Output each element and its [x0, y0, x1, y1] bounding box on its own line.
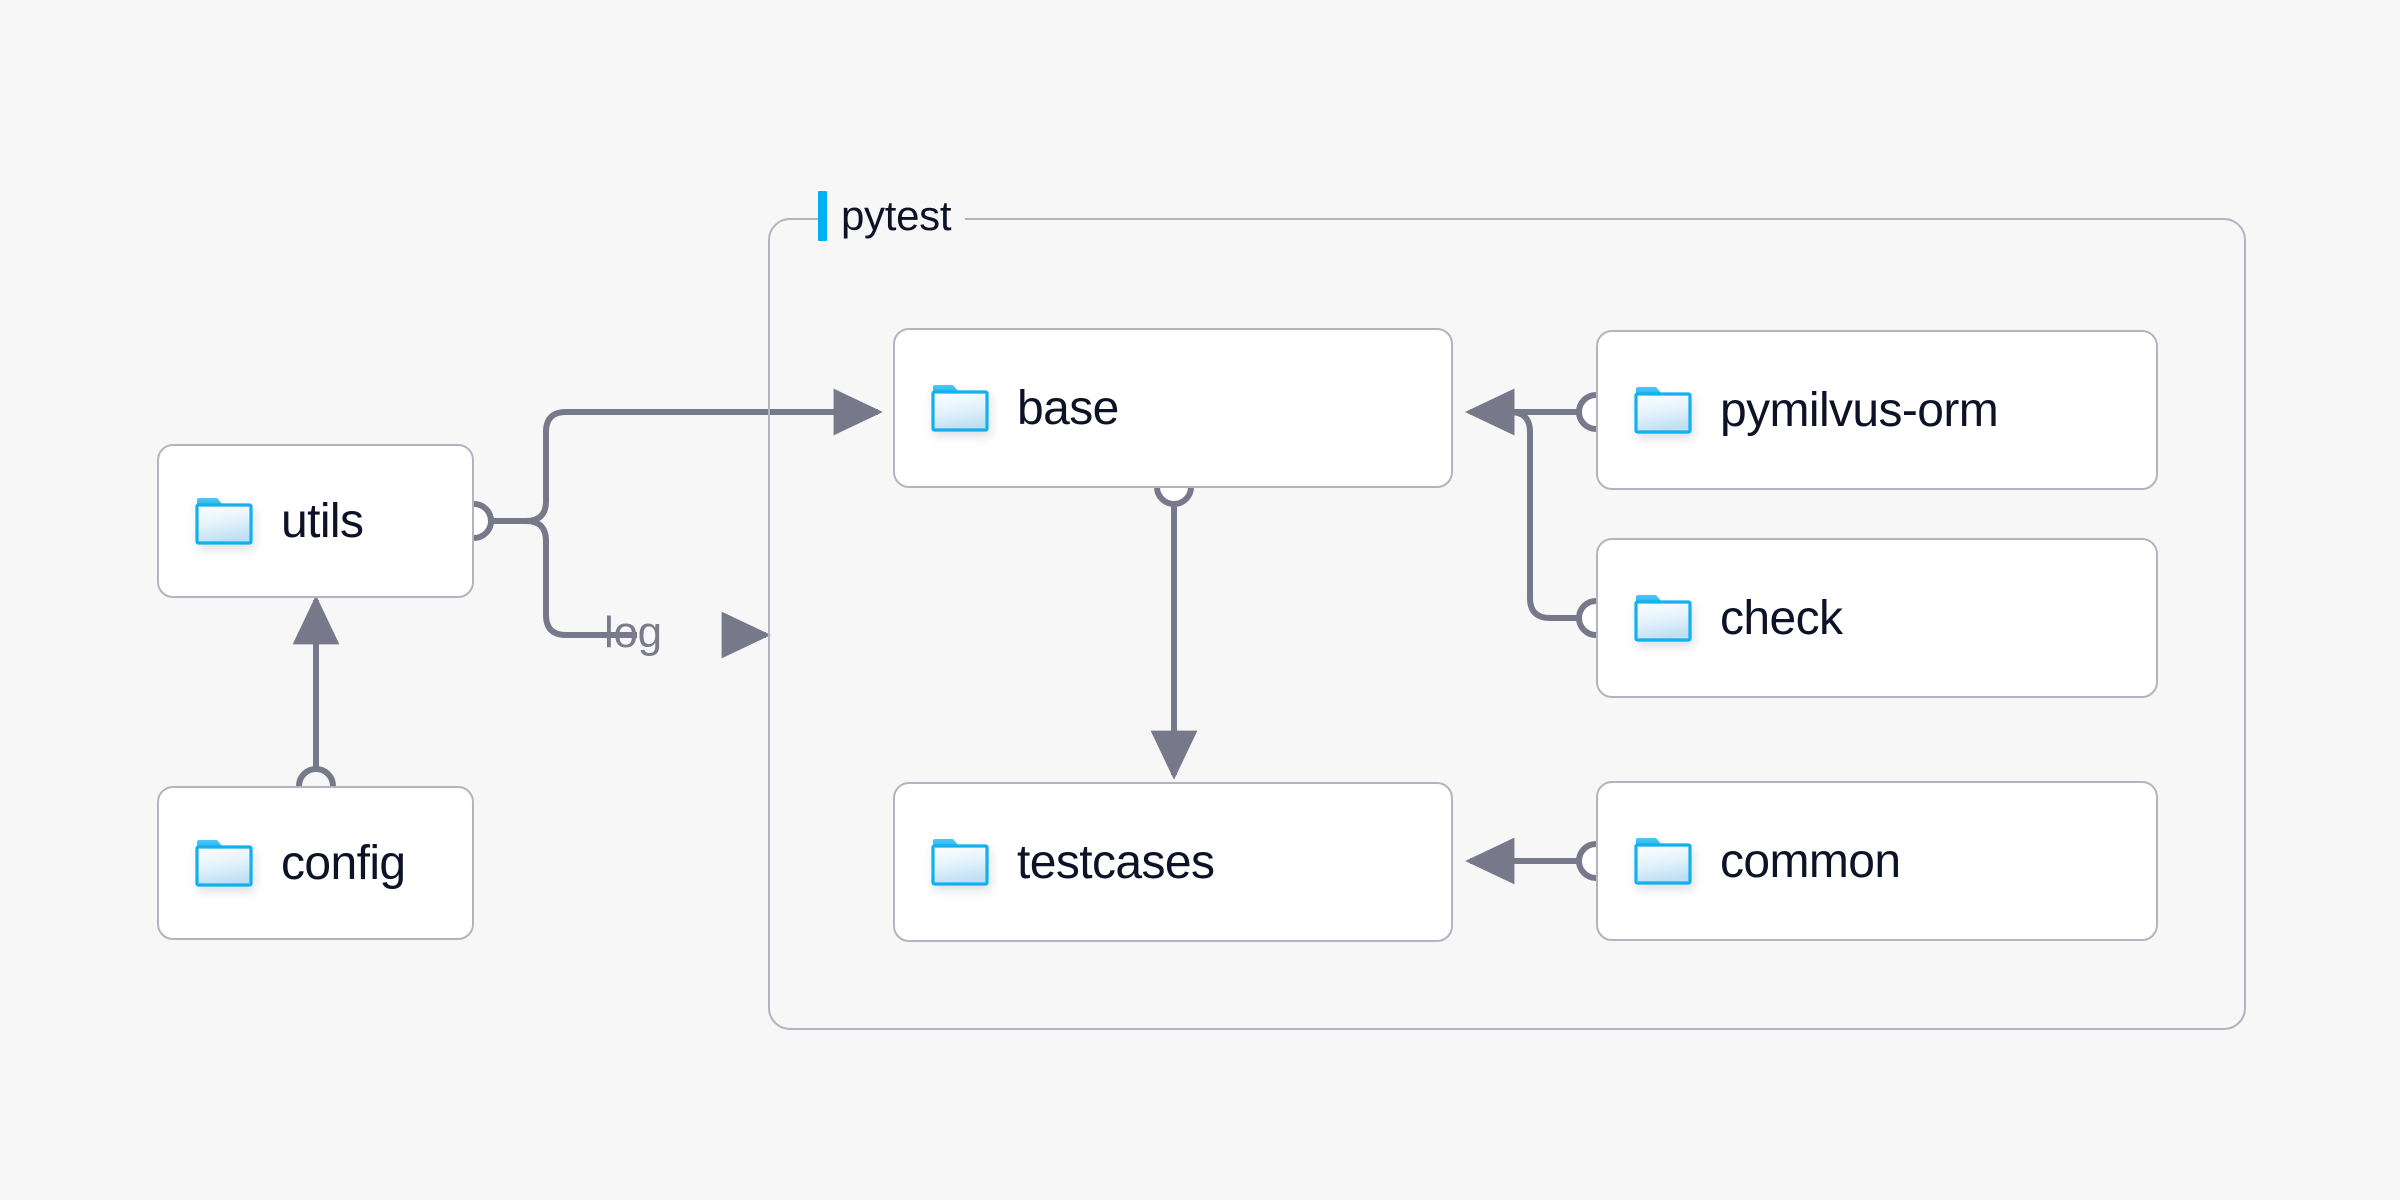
pytest-group-container — [768, 218, 2246, 1030]
node-base-label: base — [1017, 381, 1119, 435]
folder-icon — [195, 838, 253, 888]
edge-config-to-utils — [292, 595, 340, 806]
node-common-label: common — [1720, 834, 1901, 888]
pytest-group-label: pytest — [818, 188, 966, 244]
node-base[interactable]: base — [893, 328, 1453, 488]
folder-icon — [1634, 385, 1692, 435]
edge-label-log: log — [604, 608, 662, 657]
accent-bar-icon — [818, 191, 827, 241]
node-check[interactable]: check — [1596, 538, 2158, 698]
node-testcases-label: testcases — [1017, 835, 1215, 889]
node-check-label: check — [1720, 591, 1843, 645]
folder-icon — [931, 837, 989, 887]
node-config[interactable]: config — [157, 786, 474, 940]
folder-icon — [195, 496, 253, 546]
node-config-label: config — [281, 836, 406, 890]
node-common[interactable]: common — [1596, 781, 2158, 941]
folder-icon — [1634, 836, 1692, 886]
node-pymilvus-orm[interactable]: pymilvus-orm — [1596, 330, 2158, 490]
folder-icon — [931, 383, 989, 433]
node-pymilvus-orm-label: pymilvus-orm — [1720, 383, 1999, 437]
node-testcases[interactable]: testcases — [893, 782, 1453, 942]
node-utils-label: utils — [281, 494, 364, 548]
node-utils[interactable]: utils — [157, 444, 474, 598]
pytest-group-label-text: pytest — [841, 192, 952, 239]
folder-icon — [1634, 593, 1692, 643]
